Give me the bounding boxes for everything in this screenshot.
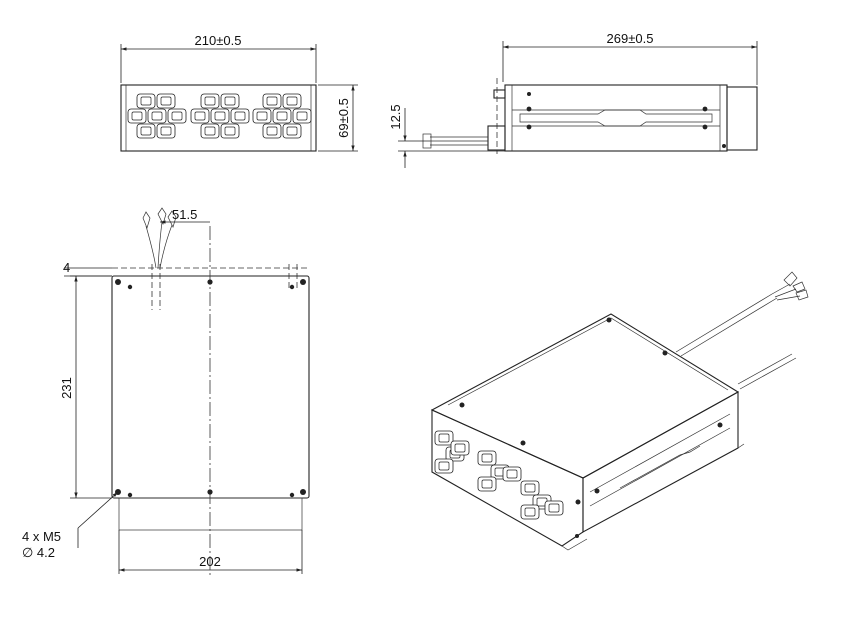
side-view: 269±0.5 12.5 [388, 31, 758, 168]
top-view: 51.5 4 231 202 4 x M5 ∅ 4.2 [22, 207, 310, 578]
top-cable-offset-label: 51.5 [172, 207, 197, 222]
hole-note-line1: 4 x M5 [22, 529, 61, 544]
top-length-label: 231 [59, 377, 74, 399]
side-offset-label: 12.5 [388, 104, 403, 129]
hole-note-line2: ∅ 4.2 [22, 545, 55, 560]
front-height-label: 69±0.5 [336, 98, 351, 138]
iso-connectors [434, 430, 564, 520]
top-edge-offset-label: 4 [63, 260, 70, 275]
top-width-label: 202 [199, 554, 221, 569]
front-view: 210±0.5 69±0.5 [120, 33, 358, 152]
front-width-label: 210±0.5 [195, 33, 242, 48]
connector-group-middle [190, 93, 250, 139]
side-length-label: 269±0.5 [607, 31, 654, 46]
connector-group-right [252, 93, 312, 139]
connector-group-left [127, 93, 187, 139]
isometric-view [430, 271, 809, 551]
